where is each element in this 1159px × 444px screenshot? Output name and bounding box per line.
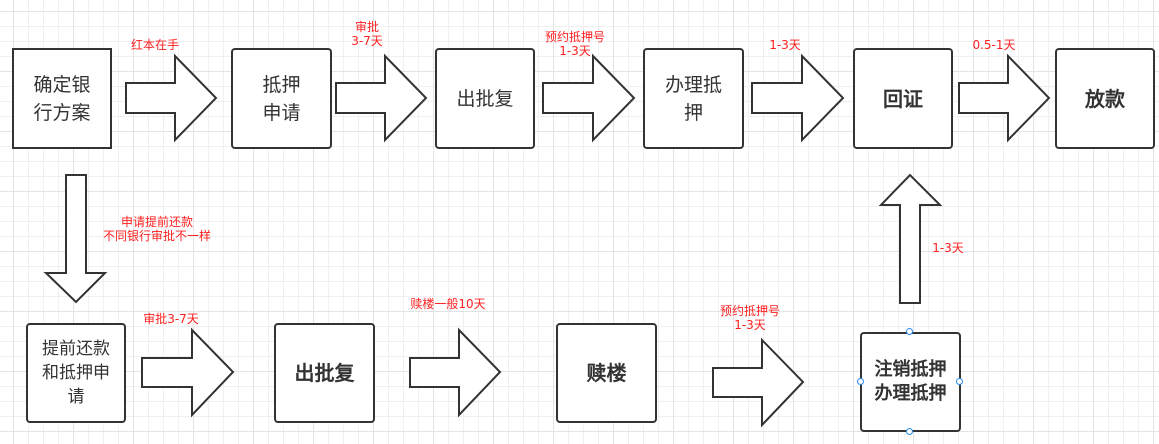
node-confirm-bank-plan[interactable]: 确定银 行方案	[12, 48, 112, 149]
arrow-down[interactable]	[43, 174, 108, 304]
arrow-right-b3[interactable]	[712, 337, 805, 428]
arrow-up[interactable]	[878, 173, 943, 304]
arrow-right-4[interactable]	[751, 53, 845, 143]
node-loan-release[interactable]: 放款	[1055, 48, 1155, 149]
label-1-3-days: 1-3天	[769, 38, 801, 52]
label-early-repayment: 申请提前还款 不同银行审批不一样	[102, 215, 211, 243]
label-reserve-mortgage-bottom: 预约抵押号 1-3天	[719, 304, 780, 332]
arrow-right-1[interactable]	[125, 53, 218, 143]
arrow-right-b2[interactable]	[409, 327, 502, 418]
arrow-right-3[interactable]	[542, 53, 636, 143]
node-process-mortgage[interactable]: 办理抵 押	[643, 48, 744, 149]
node-early-repayment-application[interactable]: 提前还款 和抵押申 请	[26, 323, 126, 423]
label-up-1-3-days: 1-3天	[932, 241, 964, 255]
selection-handle-left[interactable]	[857, 378, 864, 385]
arrow-right-5[interactable]	[958, 53, 1051, 143]
label-approval-3-7-bottom: 审批3-7天	[143, 312, 199, 326]
node-return-certificate[interactable]: 回证	[853, 48, 953, 149]
arrow-right-b1[interactable]	[141, 327, 235, 418]
label-redeem-10-days: 赎楼一般10天	[410, 297, 486, 311]
node-mortgage-application[interactable]: 抵押 申请	[231, 48, 332, 149]
selection-handle-bottom[interactable]	[906, 428, 913, 435]
label-red-book: 红本在手	[130, 38, 179, 52]
node-cancel-and-process-mortgage[interactable]: 注销抵押 办理抵押	[860, 332, 961, 432]
selection-handle-top[interactable]	[906, 328, 913, 335]
label-reserve-mortgage: 预约抵押号 1-3天	[544, 30, 605, 58]
node-approval-bottom[interactable]: 出批复	[274, 323, 375, 423]
label-0-5-1-days: 0.5-1天	[972, 38, 1016, 52]
selection-handle-right[interactable]	[956, 378, 963, 385]
arrow-right-2[interactable]	[335, 53, 428, 143]
node-approval[interactable]: 出批复	[435, 48, 535, 149]
node-redeem-property[interactable]: 赎楼	[556, 323, 657, 423]
label-approval-3-7: 审批 3-7天	[351, 20, 383, 48]
